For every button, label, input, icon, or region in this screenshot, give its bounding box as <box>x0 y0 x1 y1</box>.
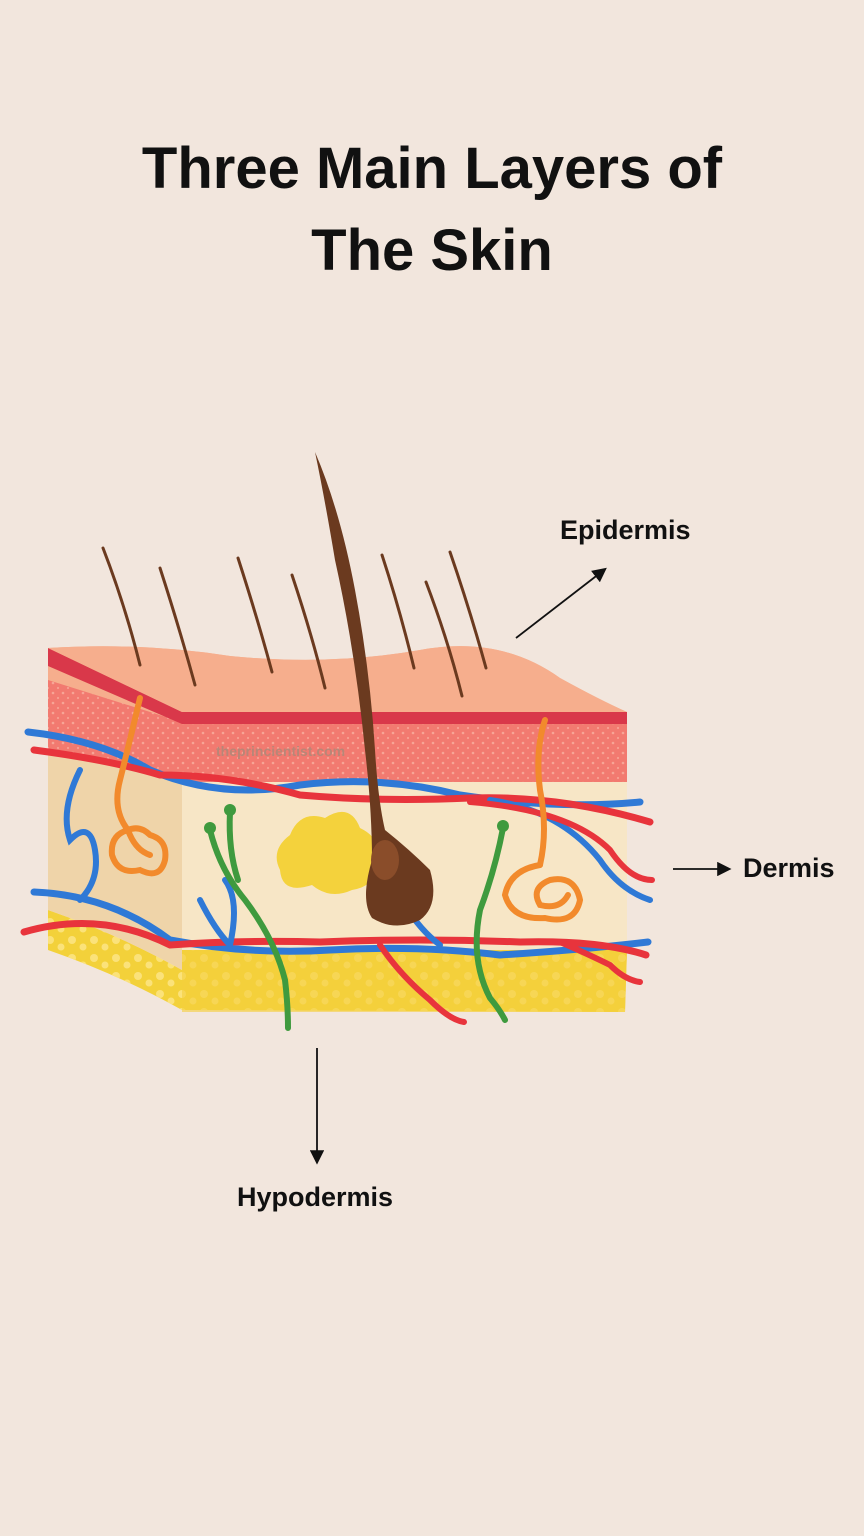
epidermis-label: Epidermis <box>560 515 691 545</box>
nerves <box>204 804 509 1031</box>
vein-left-branch <box>63 767 99 903</box>
hair-follicle <box>315 452 434 926</box>
dermis-label: Dermis <box>743 853 835 883</box>
sweat-gland-coil-right <box>501 862 584 923</box>
artery-right <box>467 799 655 883</box>
sweat-duct-right <box>535 717 548 868</box>
page-title: Three Main Layers of The Skin <box>0 128 864 292</box>
body-hairs <box>101 546 488 698</box>
artery-right-branch <box>557 939 643 985</box>
sweat-glands <box>108 695 584 923</box>
artery-lower <box>20 920 650 959</box>
skin-cross-section: theprincientist.com <box>20 452 655 1031</box>
nerve-left-branch <box>226 809 241 883</box>
watermark: theprincientist.com <box>216 743 345 759</box>
hypodermis-label: Hypodermis <box>237 1182 394 1212</box>
fat-cluster <box>276 811 377 894</box>
title-line-2: The Skin <box>311 218 553 283</box>
nerve-left <box>207 827 291 1031</box>
sweat-duct-left <box>114 695 143 833</box>
nerve-right <box>473 825 508 1023</box>
artery-upper <box>30 746 654 826</box>
vein-mid-branch <box>197 877 237 951</box>
artery-down-branch <box>377 942 467 1025</box>
sweat-gland-coil-left <box>108 825 169 877</box>
title-line-1: Three Main Layers of <box>141 136 723 201</box>
epidermis-layer <box>48 646 627 782</box>
vein-lower <box>30 888 652 959</box>
